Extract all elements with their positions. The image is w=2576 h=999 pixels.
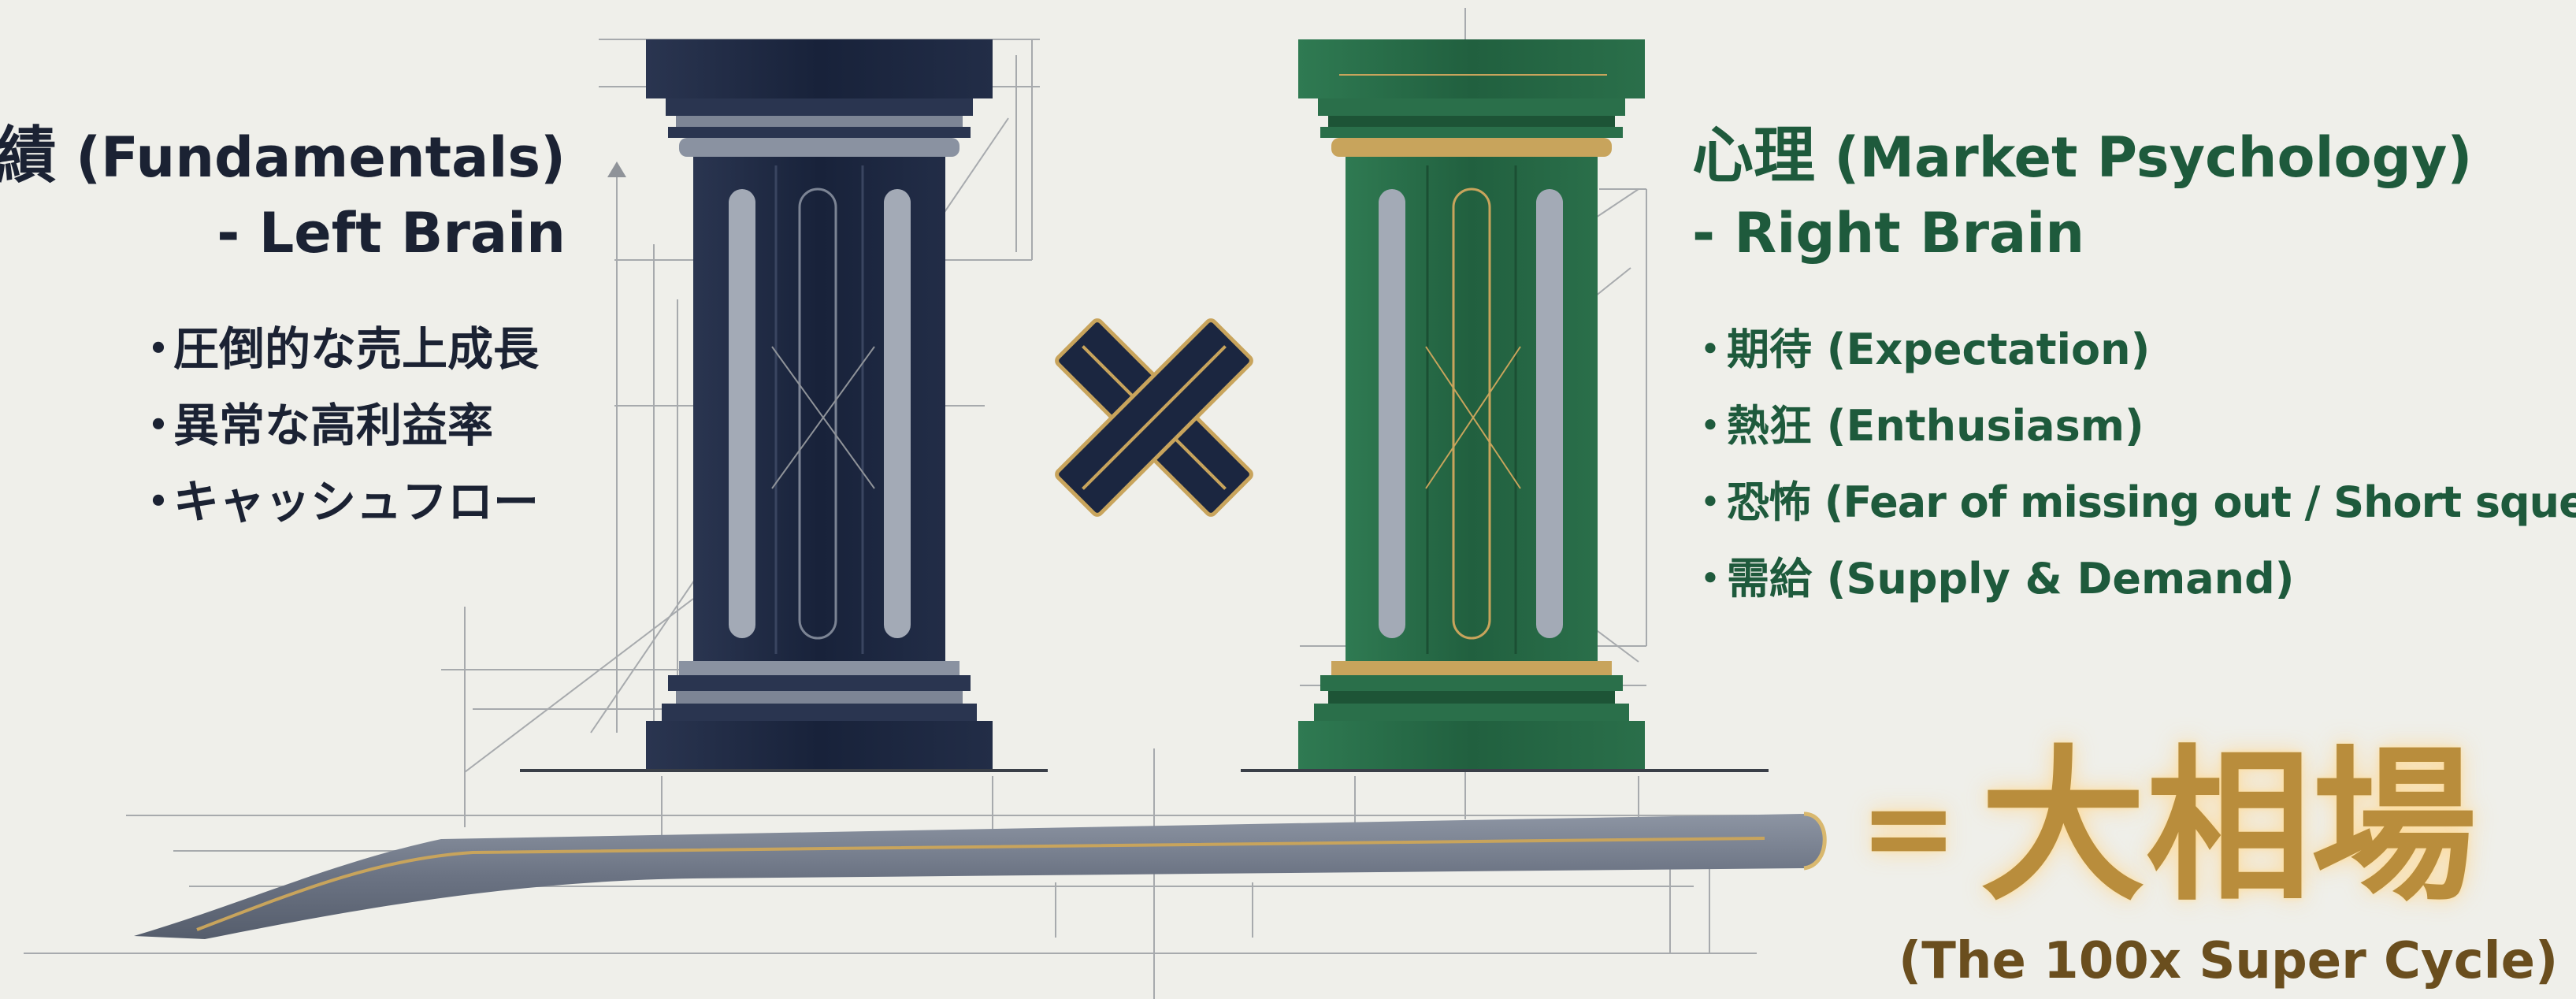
fundamentals-heading: 業績 (Fundamentals) - Left Brain xyxy=(0,118,566,271)
list-item: ・圧倒的な売上成長 xyxy=(135,322,540,376)
fundamentals-list: ・圧倒的な売上成長 ・異常な高利益率 ・キャッシュフロー xyxy=(135,311,539,540)
list-item: ・期待 (Expectation) xyxy=(1689,325,2151,374)
super-cycle-subtitle: (The 100x Super Cycle) xyxy=(1899,932,2559,990)
foundation-beam-icon xyxy=(134,811,1827,939)
psychology-title-en: (Market Psychology) xyxy=(1834,125,2473,190)
fundamentals-pillar-icon xyxy=(646,39,993,772)
right-brain-label: - Right Brain xyxy=(1692,201,2085,266)
arrow-up-icon xyxy=(607,162,626,177)
fundamentals-title-en: (Fundamentals) xyxy=(76,125,566,190)
equals-sign: = xyxy=(1859,759,1958,897)
list-item: ・熱狂 (Enthusiasm) xyxy=(1689,401,2144,451)
list-item: ・キャッシュフロー xyxy=(135,475,540,529)
psychology-heading: 心理 (Market Psychology) - Right Brain xyxy=(1692,118,2472,271)
super-cycle-title: 大相場 xyxy=(1980,730,2477,923)
psychology-list: ・期待 (Expectation) ・熱狂 (Enthusiasm) ・恐怖 (… xyxy=(1689,311,2576,617)
left-brain-label: - Left Brain xyxy=(217,201,566,266)
list-item: ・異常な高利益率 xyxy=(135,399,494,452)
list-item: ・需給 (Supply & Demand) xyxy=(1689,554,2295,603)
fundamentals-title-jp: 業績 xyxy=(0,121,57,191)
list-item: ・恐怖 (Fear of missing out / Short squeeze… xyxy=(1689,477,2576,527)
psychology-pillar-icon xyxy=(1298,39,1645,772)
psychology-title-jp: 心理 xyxy=(1692,121,1816,191)
multiply-cross-icon xyxy=(1055,318,1253,517)
result-heading: =大相場 xyxy=(1859,737,2477,919)
